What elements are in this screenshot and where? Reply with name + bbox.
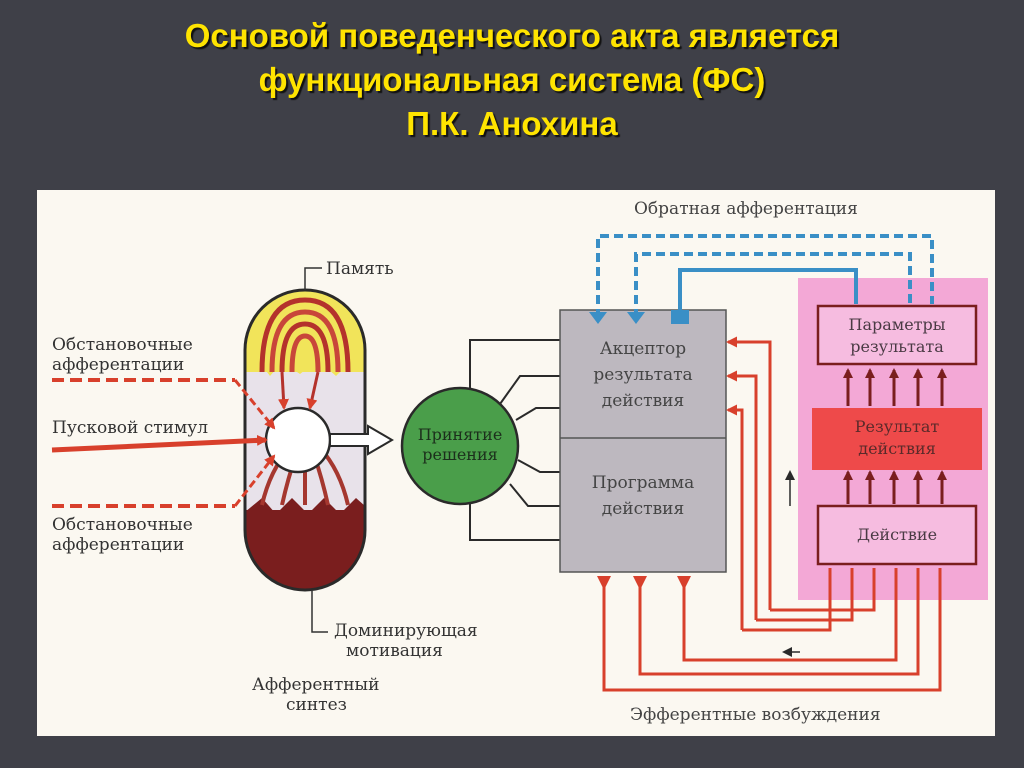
action-box	[816, 504, 978, 566]
action-result-label-2: действия	[858, 439, 936, 458]
slide-title: Основой поведенческого акта является фун…	[40, 14, 984, 146]
diagram-panel: Обстановочные афферентации Пусковой стим…	[37, 190, 995, 736]
feedback-afferentation-label: Обратная афферентация	[634, 199, 858, 219]
acceptor-label-2: результата	[593, 365, 692, 385]
afferent-synthesis-label-1: Афферентный	[252, 675, 379, 695]
result-up-arrows	[843, 368, 947, 504]
acceptor-label-1: Акцептор	[600, 339, 686, 359]
title-line-2: функциональная система (ФС)	[258, 61, 766, 98]
decision-label-1: Принятие	[418, 425, 503, 444]
action-result-label-1: Результат	[855, 417, 940, 436]
action-label: Действие	[857, 525, 937, 544]
program-label-1: Программа	[592, 473, 694, 493]
acceptor-label-3: действия	[602, 391, 684, 411]
title-line-3: П.К. Анохина	[406, 105, 618, 142]
synthesis-output-arrow	[329, 424, 394, 456]
situational-afferentation-bottom-label-1: Обстановочные	[52, 515, 193, 535]
feedback-lines	[589, 234, 934, 324]
result-parameters-box	[816, 304, 978, 366]
afferent-synthesis-capsule	[243, 288, 394, 592]
acceptor-program-block	[559, 309, 727, 573]
efferent-excitations-label: Эфферентные возбуждения	[630, 705, 881, 725]
trigger-stimulus-label: Пусковой стимул	[52, 418, 208, 438]
input-lines	[51, 378, 276, 508]
dominant-motivation-label-2: мотивация	[346, 641, 443, 661]
efferent-lines	[597, 336, 942, 692]
program-label-2: действия	[602, 499, 684, 519]
title-line-1: Основой поведенческого акта является	[184, 17, 840, 54]
situational-afferentation-bottom-label-2: афферентации	[52, 535, 184, 555]
decision-label-2: решения	[422, 445, 497, 464]
action-result-box	[812, 408, 982, 470]
synthesis-core-circle	[264, 406, 332, 474]
functional-system-diagram: Обстановочные афферентации Пусковой стим…	[51, 199, 988, 725]
decision-circle	[400, 386, 520, 506]
memory-label: Память	[326, 259, 394, 279]
dominant-motivation-label-1: Доминирующая	[334, 621, 478, 641]
result-parameters-label-1: Параметры	[848, 315, 945, 334]
result-parameters-label-2: результата	[850, 337, 944, 356]
situational-afferentation-top-label-2: афферентации	[52, 355, 184, 375]
situational-afferentation-top-label-1: Обстановочные	[52, 335, 193, 355]
afferent-synthesis-label-2: синтез	[286, 695, 347, 715]
